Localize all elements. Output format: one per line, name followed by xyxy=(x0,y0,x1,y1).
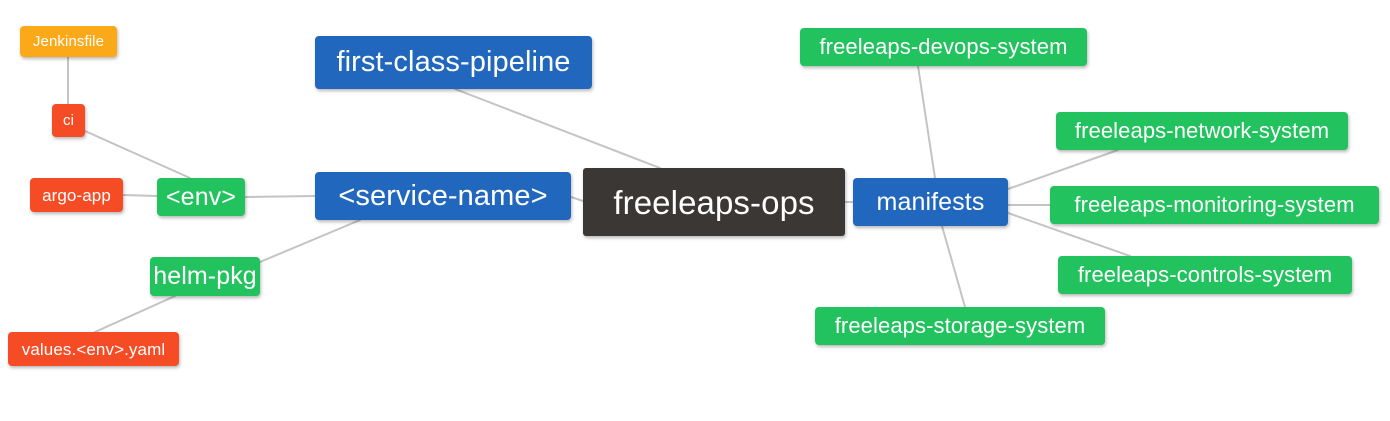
edge-manifests-to-storage xyxy=(941,225,966,308)
edge-pipeline-to-root xyxy=(454,88,661,169)
node-manifests[interactable]: manifests xyxy=(853,178,1008,226)
edge-helm-to-values xyxy=(94,295,176,333)
node-devops[interactable]: freeleaps-devops-system xyxy=(800,28,1087,66)
edge-ci-to-env xyxy=(84,130,191,179)
node-pipeline[interactable]: first-class-pipeline xyxy=(315,36,592,89)
edge-service-to-root xyxy=(570,196,584,202)
node-storage[interactable]: freeleaps-storage-system xyxy=(815,307,1105,345)
node-env[interactable]: <env> xyxy=(157,178,245,216)
node-ci[interactable]: ci xyxy=(52,104,85,137)
node-controls[interactable]: freeleaps-controls-system xyxy=(1058,256,1352,294)
node-service[interactable]: <service-name> xyxy=(315,172,571,220)
node-argo[interactable]: argo-app xyxy=(30,178,123,212)
node-helm[interactable]: helm-pkg xyxy=(150,257,260,296)
node-network[interactable]: freeleaps-network-system xyxy=(1056,112,1348,150)
node-monitoring[interactable]: freeleaps-monitoring-system xyxy=(1050,186,1379,224)
edge-env-to-service xyxy=(244,195,316,198)
node-values[interactable]: values.<env>.yaml xyxy=(8,332,179,366)
edge-service-to-helm xyxy=(259,219,361,263)
edge-argo-to-env xyxy=(122,194,158,197)
edge-manifests-to-network xyxy=(1007,149,1119,190)
node-jenkins[interactable]: Jenkinsfile xyxy=(20,26,117,57)
node-root[interactable]: freeleaps-ops xyxy=(583,168,845,236)
edge-manifests-to-devops xyxy=(917,65,936,179)
